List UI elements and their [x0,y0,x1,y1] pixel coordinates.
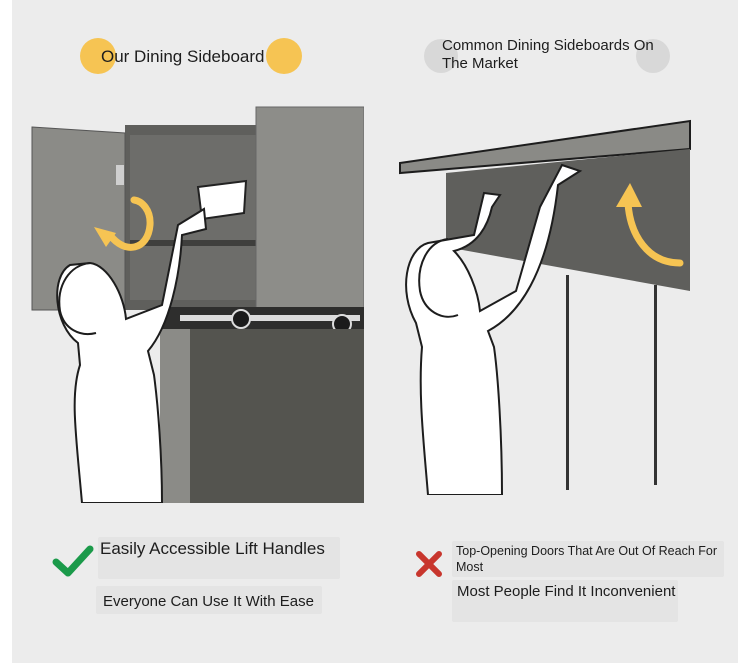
right-title-dot-right [636,39,670,73]
right-headline: Top-Opening Doors That Are Out Of Reach … [456,544,718,574]
left-subline-background [96,586,322,614]
right-panel-title: Common Dining Sideboards On The Market [442,37,654,72]
top-opening-cabinet-illustration [398,115,694,495]
right-title-dot-left [424,39,458,73]
left-headline-background [98,537,340,579]
left-title-dot-right [266,38,302,74]
right-headline-background [452,541,724,577]
left-subline: Everyone Can Use It With Ease [103,593,314,610]
checkmark-icon [52,545,94,577]
right-subline-background [452,580,678,622]
left-panel-title: Our Dining Sideboard [101,47,265,66]
right-subline: Most People Find It Inconvenient [457,583,676,600]
lift-handle-cabinet-illustration [30,105,364,503]
cross-icon [416,551,442,577]
left-title-dot-left [80,38,116,74]
left-headline: Easily Accessible Lift Handles [100,539,325,558]
